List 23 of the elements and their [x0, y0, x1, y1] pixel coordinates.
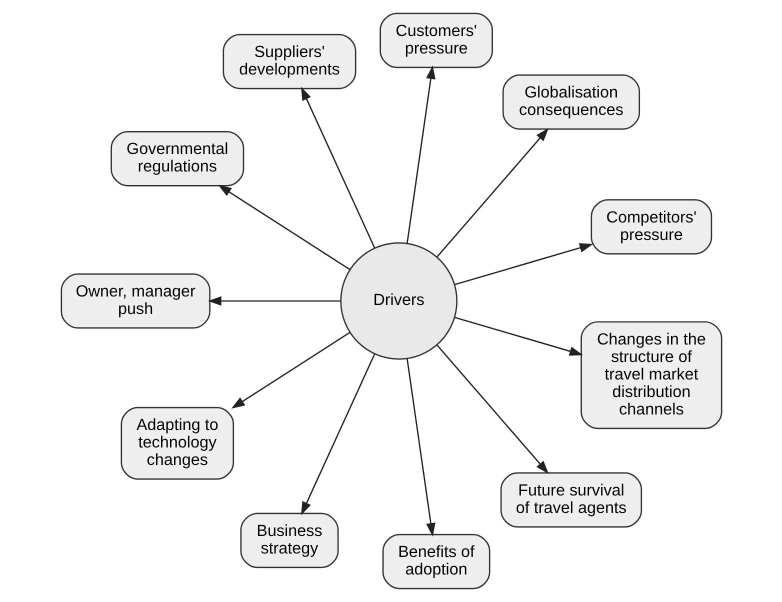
arrow: [207, 296, 340, 306]
node-box: Adapting to technology changes: [120, 406, 234, 480]
arrow: [454, 243, 593, 286]
node-box: Future survival of travel agents: [500, 472, 642, 528]
arrow: [406, 65, 435, 244]
arrow: [217, 184, 350, 270]
node-box: Suppliers' developments: [222, 34, 356, 90]
node-box: Globalisation consequences: [502, 74, 640, 130]
node-box: Customers' pressure: [379, 12, 492, 68]
arrow: [230, 332, 350, 409]
arrow: [436, 128, 548, 258]
arrow: [300, 354, 375, 516]
arrow: [300, 86, 375, 248]
node-box: Changes in the structure of travel market distribution channels: [580, 321, 722, 430]
node-box: Business strategy: [240, 512, 338, 568]
node-box: Benefits of adoption: [382, 534, 490, 590]
arrow: [436, 344, 548, 474]
arrow: [406, 358, 435, 537]
node-circle: Drivers: [340, 242, 458, 360]
node-box: Owner, manager push: [60, 273, 210, 329]
arrow: [454, 316, 583, 356]
node-box: Competitors' pressure: [590, 199, 712, 254]
node-box: Governmental regulations: [110, 131, 244, 186]
